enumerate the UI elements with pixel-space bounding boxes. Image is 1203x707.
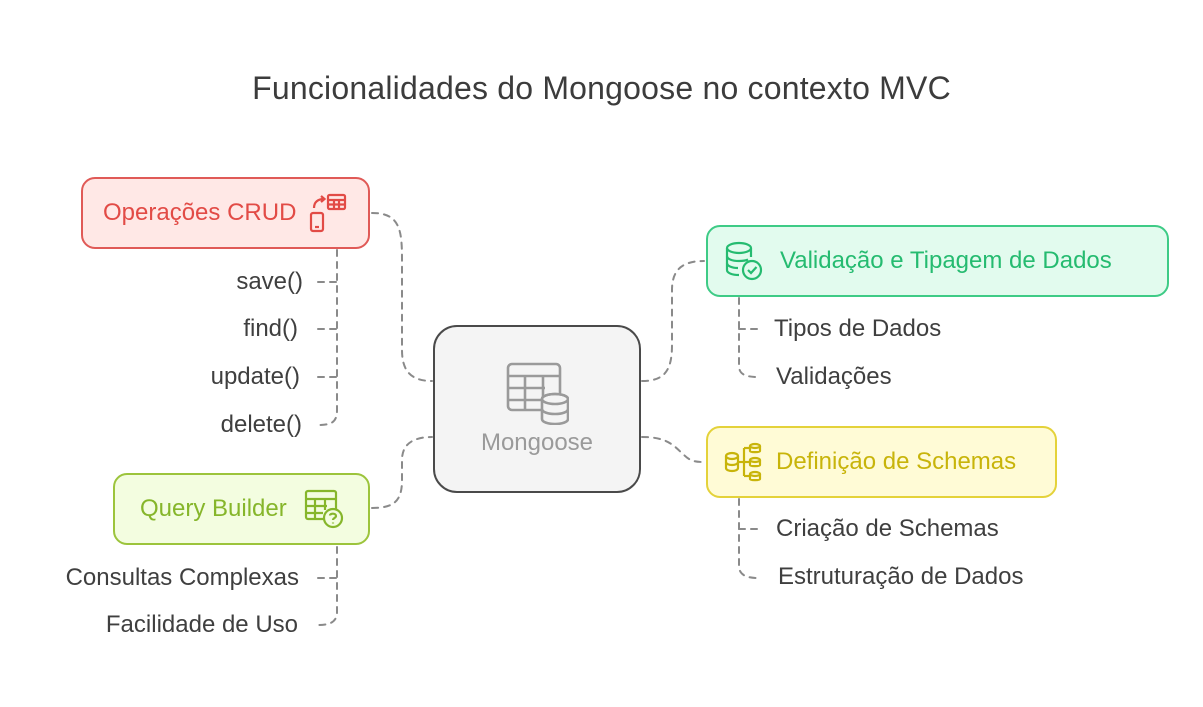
connector-crud-center xyxy=(371,212,433,382)
branch-query-label: Query Builder xyxy=(140,495,287,522)
connector-crud-trunk xyxy=(317,249,338,426)
center-node-mongoose[interactable]: Mongoose xyxy=(433,325,641,493)
connector-query-trunk xyxy=(317,546,338,626)
leaf-update: update() xyxy=(210,363,300,390)
leaf-tipos-de-dados: Tipos de Dados xyxy=(774,315,942,342)
branch-query-builder[interactable]: Query Builder xyxy=(113,473,370,545)
database-check-icon xyxy=(724,241,764,281)
phone-table-sync-icon xyxy=(308,193,348,233)
diagram-title: Funcionalidades do Mongoose no contexto … xyxy=(252,70,951,106)
connector-center-validation xyxy=(641,260,705,382)
branch-schemas[interactable]: Definição de Schemas xyxy=(706,426,1057,498)
center-node-label: Mongoose xyxy=(480,429,594,456)
leaf-save: save() xyxy=(236,268,303,295)
leaf-delete: delete() xyxy=(220,411,302,438)
branch-crud[interactable]: Operações CRUD xyxy=(81,177,370,249)
leaf-find: find() xyxy=(243,315,298,342)
leaf-validacoes: Validações xyxy=(776,363,892,390)
connector-schema-trunk xyxy=(738,498,759,579)
branch-validacao-label: Validação e Tipagem de Dados xyxy=(780,247,1112,274)
branch-schemas-label: Definição de Schemas xyxy=(776,448,1017,475)
connector-query-center xyxy=(371,436,433,509)
database-hierarchy-icon xyxy=(724,442,764,482)
leaf-criacao-de-schemas: Criação de Schemas xyxy=(776,515,999,542)
table-question-icon xyxy=(303,488,345,530)
branch-crud-label: Operações CRUD xyxy=(103,199,297,226)
connector-valid-trunk xyxy=(738,297,759,378)
table-database-icon xyxy=(505,361,569,425)
connector-center-schema xyxy=(641,436,705,463)
leaf-facilidade-de-uso: Facilidade de Uso xyxy=(105,611,298,638)
leaf-consultas-complexas: Consultas Complexas xyxy=(65,564,299,591)
branch-validacao[interactable]: Validação e Tipagem de Dados xyxy=(706,225,1169,297)
leaf-estruturacao-de-dados: Estruturação de Dados xyxy=(778,563,1024,590)
